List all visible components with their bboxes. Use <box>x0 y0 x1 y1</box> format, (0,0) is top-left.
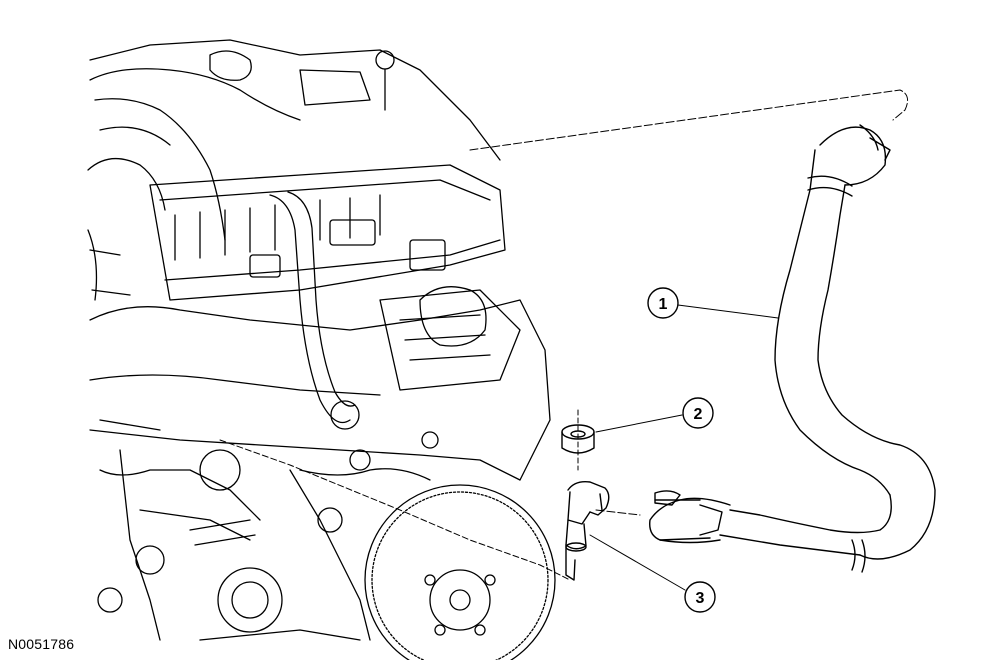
callout-leaders <box>589 304 779 591</box>
callout-3-circle <box>684 581 716 613</box>
callout-2-leader <box>595 414 683 433</box>
callout-1-label: 1 <box>659 296 668 313</box>
hose-fitting-part <box>565 480 610 581</box>
callout-2-label: 2 <box>694 406 703 423</box>
callout-1-leader <box>677 304 779 319</box>
figure-id-label: N0051786 <box>8 636 75 652</box>
fitting-leader <box>219 439 571 581</box>
coolant-hose <box>649 124 936 573</box>
callout-3-label: 3 <box>696 590 705 607</box>
callout-3-leader <box>589 534 686 591</box>
o-ring-part <box>561 424 595 454</box>
callout-2-circle <box>682 397 714 429</box>
callout-1-circle <box>647 287 679 319</box>
hose-upper-leader <box>469 89 909 151</box>
leader-lines <box>219 89 909 581</box>
engine-block-drawing <box>87 39 556 660</box>
